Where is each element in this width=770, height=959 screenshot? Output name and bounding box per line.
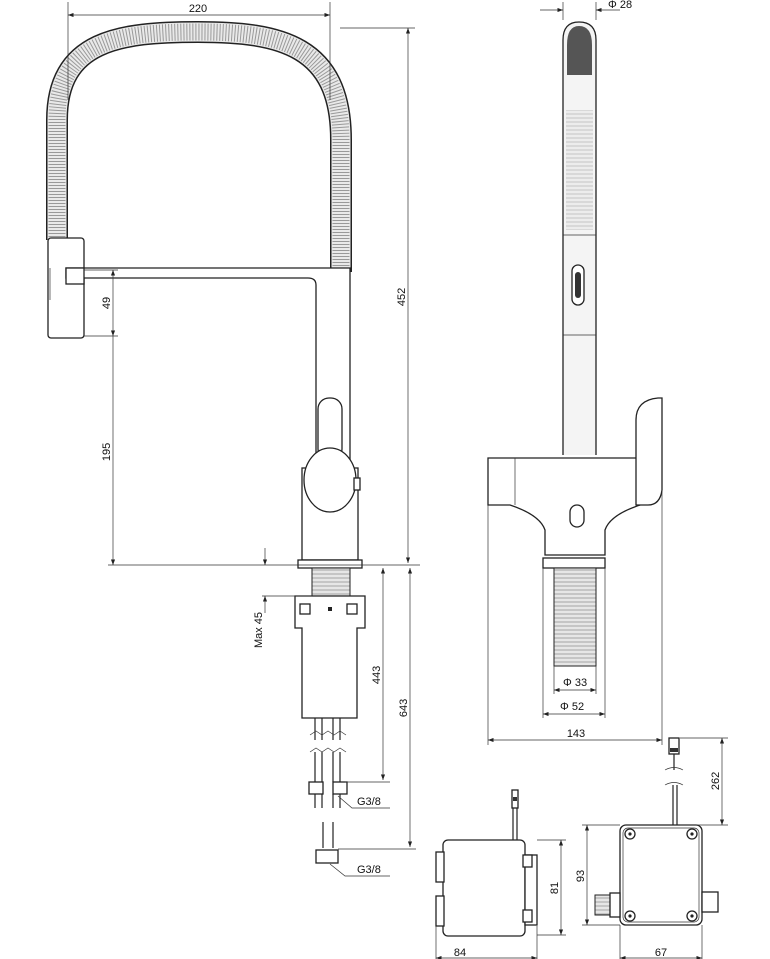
spray-head bbox=[47, 237, 85, 339]
side-dimensions: Φ 28 Φ 33 Φ 52 143 bbox=[487, 0, 663, 745]
dim-195: 195 bbox=[101, 443, 113, 461]
dim-phi-52: Φ 52 bbox=[560, 701, 584, 713]
threaded-shank bbox=[311, 567, 351, 597]
dim-max-45: Max 45 bbox=[253, 612, 265, 648]
dim-phi-33: Φ 33 bbox=[563, 677, 587, 689]
dim-220: 220 bbox=[189, 3, 207, 15]
thread-label-2: G3/8 bbox=[357, 864, 381, 876]
flexible-hose bbox=[46, 20, 352, 272]
control-box-side bbox=[435, 789, 538, 937]
dim-452: 452 bbox=[396, 288, 408, 306]
side-view bbox=[487, 21, 663, 667]
dim-81: 81 bbox=[549, 882, 561, 894]
dim-84: 84 bbox=[454, 947, 466, 959]
supply-hoses bbox=[308, 718, 348, 864]
base-plate bbox=[297, 559, 363, 569]
lever-side bbox=[635, 397, 663, 506]
spout-side bbox=[562, 21, 597, 455]
dim-phi-28: Φ 28 bbox=[608, 0, 632, 11]
mounting-bracket bbox=[294, 595, 366, 719]
control-box-dimensions: 262 81 93 84 67 bbox=[435, 737, 728, 959]
shank-side bbox=[553, 567, 597, 667]
dim-49: 49 bbox=[101, 297, 113, 309]
front-dimensions: 220 452 49 195 Max 45 443 643 G3/8 G3/8 bbox=[67, 2, 420, 877]
control-box-front bbox=[594, 737, 719, 926]
dim-67: 67 bbox=[655, 947, 667, 959]
dim-443: 443 bbox=[371, 666, 383, 684]
dim-143: 143 bbox=[567, 728, 585, 740]
dim-93: 93 bbox=[575, 870, 587, 882]
thread-label-1: G3/8 bbox=[357, 796, 381, 808]
dim-643: 643 bbox=[398, 699, 410, 717]
front-view bbox=[46, 20, 366, 864]
body-side bbox=[487, 457, 641, 556]
dim-262: 262 bbox=[710, 772, 722, 790]
